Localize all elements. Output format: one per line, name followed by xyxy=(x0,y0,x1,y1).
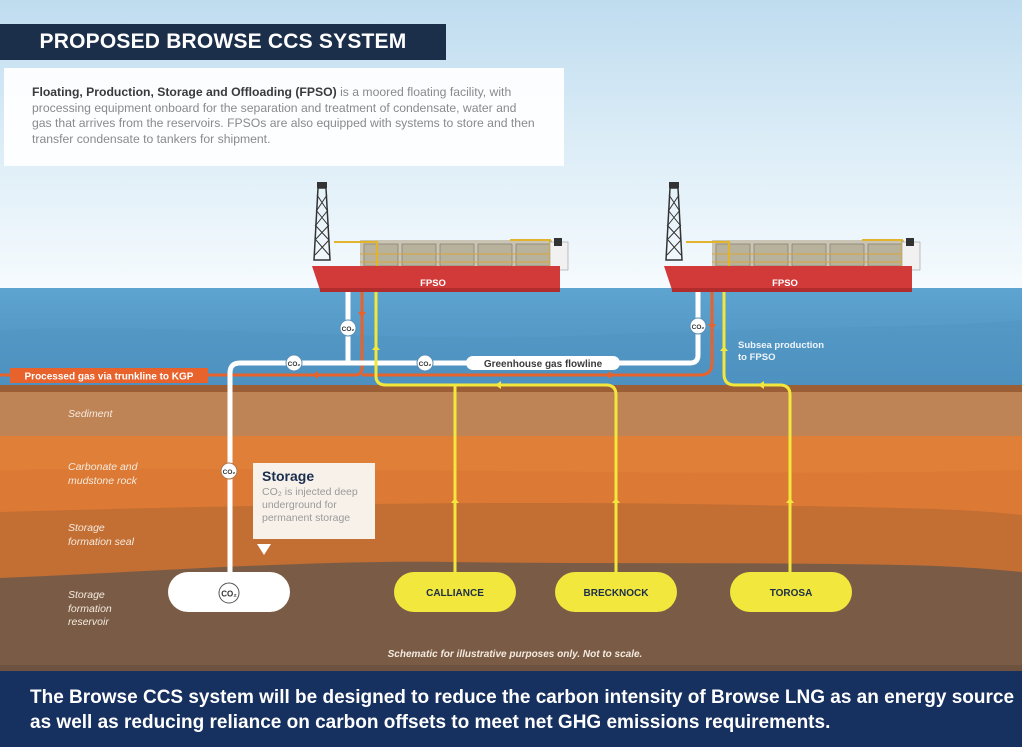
subsea-production-line xyxy=(722,292,792,580)
fpso-definition: is a moored floating facility, with proc… xyxy=(32,85,535,146)
flow-arrow-icon xyxy=(358,312,366,318)
flow-arrow-icon xyxy=(708,324,716,330)
reservoir-torosa: TOROSA xyxy=(730,572,852,612)
storage-callout: Storage CO₂ is injected deep underground… xyxy=(253,463,375,539)
flare-tower-icon xyxy=(313,182,331,261)
processed-gas-trunkline xyxy=(0,292,714,377)
flow-arrow-icon xyxy=(372,345,380,350)
reservoir-bottom-line xyxy=(0,665,1022,671)
reservoir-brecknock: BRECKNOCK xyxy=(555,572,677,612)
flow-arrow-icon xyxy=(495,381,501,389)
process-modules xyxy=(686,238,921,271)
layer-label-sediment: Sediment xyxy=(68,408,113,420)
co2-badge-icon: CO₂ xyxy=(220,462,238,480)
fpso-vessel-right: FPSO xyxy=(664,182,921,292)
svg-text:CO₂: CO₂ xyxy=(223,469,236,476)
co2-badge-icon: CO₂ xyxy=(416,354,434,372)
flow-arrow-icon xyxy=(451,498,459,503)
fpso-term: Floating, Production, Storage and Offloa… xyxy=(32,85,337,99)
seabed-line xyxy=(0,385,1022,393)
flow-arrow-icon xyxy=(758,381,764,389)
process-modules xyxy=(334,238,569,271)
flare-tower-icon xyxy=(665,182,683,261)
svg-text:CO₂: CO₂ xyxy=(288,361,301,368)
co2-badge-icon: CO₂ xyxy=(285,354,303,372)
layer-label-seal: Storage formation seal xyxy=(68,522,134,548)
layer-label-reservoir: Storage formation reservoir xyxy=(68,589,112,628)
flow-arrow-icon xyxy=(612,498,620,503)
summary-banner: The Browse CCS system will be designed t… xyxy=(0,671,1022,747)
flow-arrow-icon xyxy=(720,346,728,351)
svg-text:CO₂: CO₂ xyxy=(692,324,705,331)
hull xyxy=(312,266,560,290)
fpso-description: Floating, Production, Storage and Offloa… xyxy=(4,68,564,166)
svg-text:CALLIANCE: CALLIANCE xyxy=(426,588,484,599)
hull-waterline xyxy=(320,288,560,292)
page-title: PROPOSED BROWSE CCS SYSTEM xyxy=(0,24,446,60)
svg-text:Processed gas via trunkline to: Processed gas via trunkline to KGP xyxy=(25,372,194,383)
svg-text:TOROSA: TOROSA xyxy=(770,588,813,599)
storage-callout-body: CO₂ is injected deep underground for per… xyxy=(262,486,358,524)
flow-arrow-icon xyxy=(312,371,318,379)
layer-label-carbonate: Carbonate and mudstone rock xyxy=(68,461,138,487)
svg-text:CO₂: CO₂ xyxy=(419,361,432,368)
co2-badge-icon: CO₂ xyxy=(689,317,707,335)
co2-badge-icon: CO₂ xyxy=(221,590,237,599)
disclaimer: Schematic for illustrative purposes only… xyxy=(388,649,643,660)
processed-gas-label: Processed gas via trunkline to KGP xyxy=(10,368,208,383)
svg-text:CO₂: CO₂ xyxy=(342,326,355,333)
storage-callout-title: Storage xyxy=(262,468,315,484)
vessel-label: FPSO xyxy=(772,278,798,289)
subsea-production-label: Subsea production xyxy=(738,340,824,351)
flow-arrow-icon xyxy=(786,498,794,503)
storage-pointer-icon xyxy=(257,544,271,555)
co2-badge-icon: CO₂ xyxy=(339,319,357,337)
layer-sediment xyxy=(0,392,1022,437)
greenhouse-gas-flowline-label: Greenhouse gas flowline xyxy=(466,356,620,370)
co2-storage-reservoir: CO₂ xyxy=(168,572,290,612)
sea-wave xyxy=(0,320,1022,388)
vessel-label: FPSO xyxy=(420,278,446,289)
flow-arrow-icon xyxy=(605,371,611,379)
reservoir-calliance: CALLIANCE xyxy=(394,572,516,612)
fpso-vessel-left: FPSO xyxy=(312,182,569,292)
hull xyxy=(664,266,912,290)
svg-text:BRECKNOCK: BRECKNOCK xyxy=(584,588,650,599)
svg-text:Greenhouse gas flowline: Greenhouse gas flowline xyxy=(484,359,603,370)
subsea-production-label: to FPSO xyxy=(738,352,775,363)
hull-waterline xyxy=(672,288,912,292)
